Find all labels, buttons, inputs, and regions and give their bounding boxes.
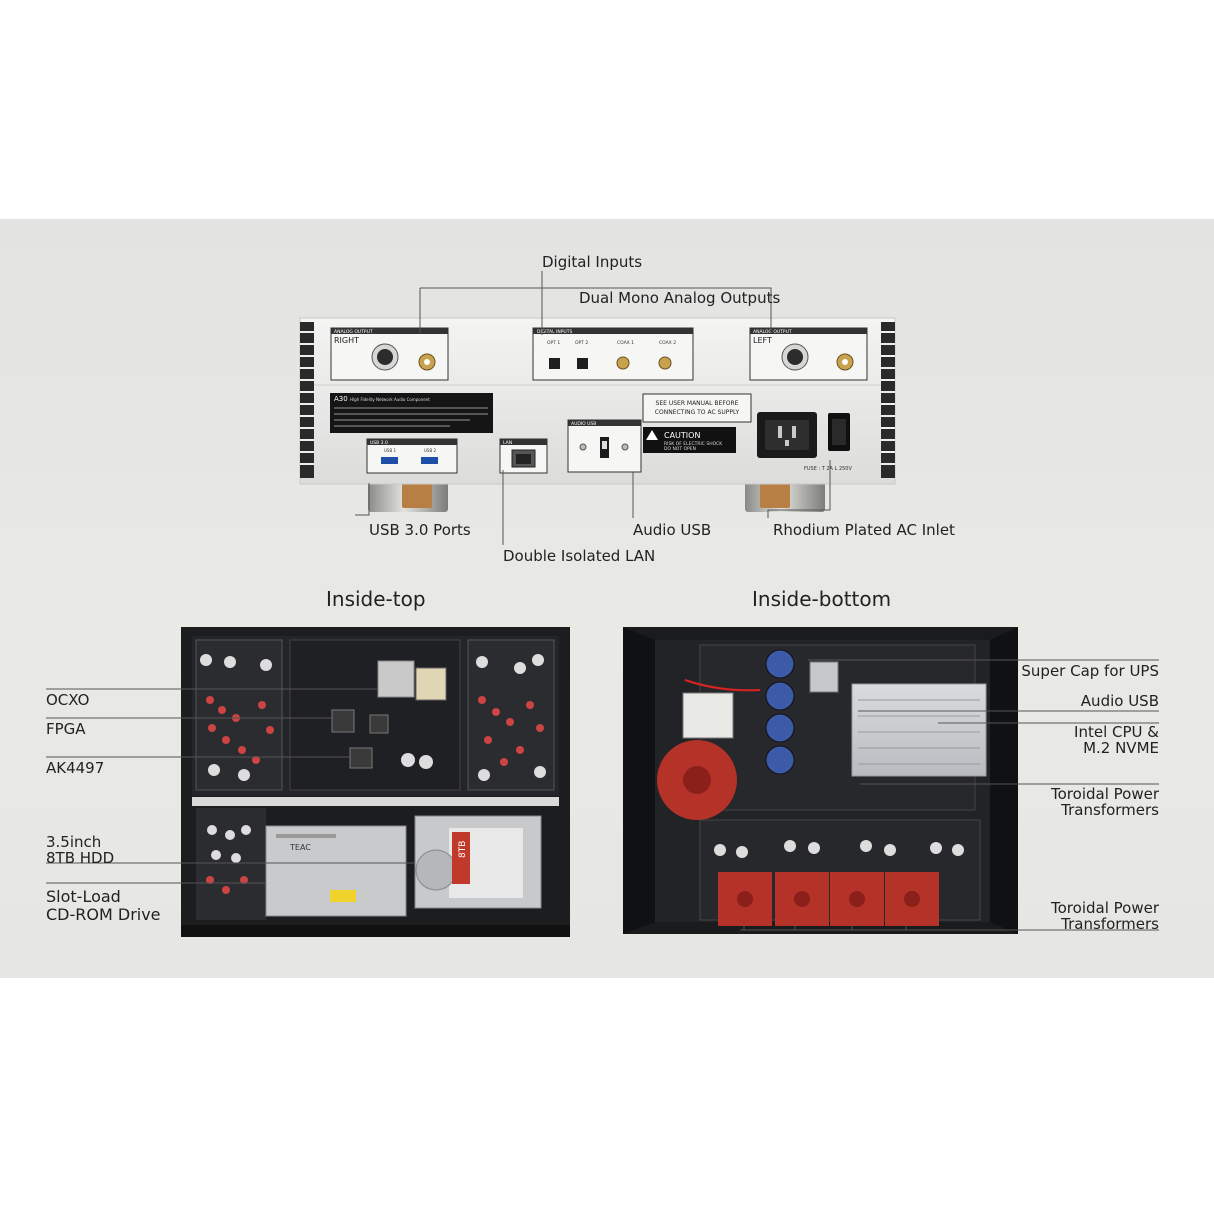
label-fpga: FPGA [46, 720, 86, 738]
label-toroid-a-line1: Toroidal Power [1051, 785, 1159, 803]
label-hdd-line2: 8TB HDD [46, 849, 115, 867]
label-ocxo: OCXO [46, 691, 90, 709]
label-usb30-ports: USB 3.0 Ports [369, 521, 471, 539]
label-toroid-b-line1: Toroidal Power [1051, 899, 1159, 917]
label-dual-mono-outputs: Dual Mono Analog Outputs [579, 289, 781, 307]
label-cd-line1: Slot-Load [46, 887, 121, 906]
label-digital-inputs: Digital Inputs [542, 253, 643, 271]
label-toroid-a-line2: Transformers [1061, 801, 1159, 819]
label-ak4497: AK4497 [46, 759, 105, 777]
title-inside-bottom: Inside-bottom [752, 587, 892, 611]
title-inside-top: Inside-top [326, 587, 426, 611]
label-toroid-b-line2: Transformers [1061, 915, 1159, 933]
label-cpu-line1: Intel CPU & [1074, 723, 1159, 741]
label-hdd-line1: 3.5inch [46, 833, 102, 851]
product-panel-background [0, 219, 1214, 978]
label-super-cap: Super Cap for UPS [1021, 662, 1159, 680]
label-cd-line2: CD-ROM Drive [46, 905, 161, 924]
label-audio-usb: Audio USB [633, 521, 712, 539]
label-bottom-audio-usb: Audio USB [1080, 692, 1159, 710]
label-rhodium-ac-inlet: Rhodium Plated AC Inlet [773, 521, 955, 539]
label-cpu-line2: M.2 NVME [1083, 739, 1159, 757]
label-double-isolated-lan: Double Isolated LAN [503, 547, 656, 565]
